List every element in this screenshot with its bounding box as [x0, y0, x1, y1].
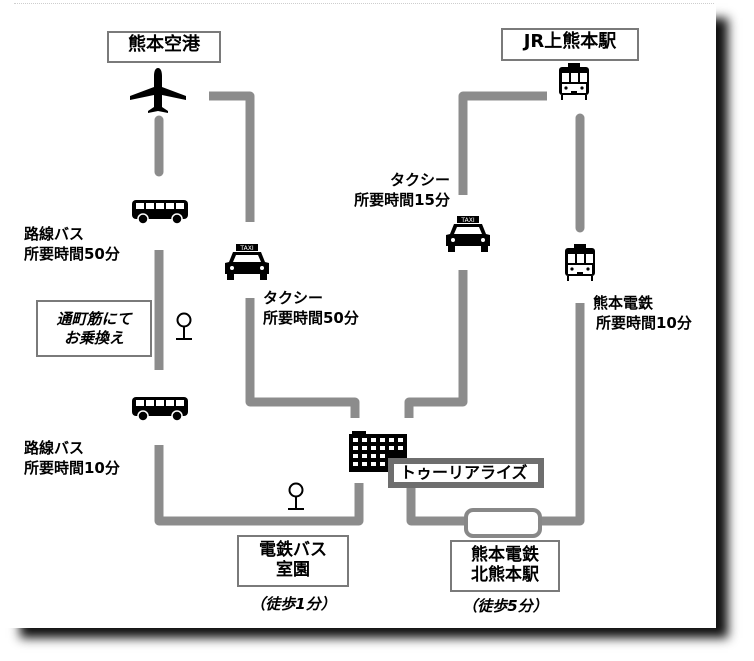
route-bus-lower [154, 445, 364, 526]
route-mode: 熊本電鉄 [593, 294, 654, 312]
route-duration: 所要時間10分 [596, 314, 692, 332]
airport-label: 熊本空港 [107, 31, 221, 63]
route-label-bus-lower: 路線バス 所要時間10分 [24, 438, 120, 478]
route-taxi-airport-lower [245, 298, 360, 418]
route-duration: 所要時間10分 [24, 459, 120, 477]
page-border-top [14, 3, 714, 5]
route-label-rail: 熊本電鉄 所要時間10分 [593, 293, 692, 333]
route-taxi-jr-upper [458, 91, 547, 195]
stop-box-kitakumamoto: 熊本電鉄 北熊本駅 [450, 540, 560, 592]
route-rail-lower [542, 303, 585, 526]
stop-name-line1: 電鉄バス [259, 540, 327, 560]
route-taxi-airport [209, 91, 255, 222]
jr-station-name: JR上熊本駅 [523, 31, 617, 52]
route-label-bus-airport: 路線バス 所要時間50分 [24, 224, 120, 264]
hotel-name-box: トゥーリアライズ [388, 458, 544, 488]
route-duration: 所要時間50分 [263, 309, 359, 327]
stop-name-line2: 室園 [276, 560, 310, 580]
walk-time-murozono: （徒歩1分） [250, 595, 336, 613]
transfer-note: 通町筋にて お乗換え [36, 300, 152, 357]
taxi-sign-text: TAXI [460, 217, 474, 224]
route-label-taxi-airport: タクシー 所要時間50分 [263, 288, 359, 328]
route-label-taxi-jr: タクシー 所要時間15分 [336, 170, 450, 210]
transfer-note-line1: 通町筋にて [56, 310, 132, 328]
stop-name-line1: 熊本電鉄 [471, 545, 539, 565]
walk-time-kitakumamoto: （徒歩5分） [462, 597, 548, 615]
taxi-sign-text: TAXI [239, 245, 253, 252]
route-duration: 所要時間15分 [354, 191, 450, 209]
route-duration: 所要時間50分 [24, 245, 120, 263]
route-mode: タクシー [389, 171, 450, 189]
route-mode: 路線バス [24, 439, 85, 457]
route-mode: 路線バス [24, 225, 85, 243]
stop-name-line2: 北熊本駅 [471, 565, 539, 585]
hotel-name: トゥーリアライズ [400, 463, 528, 482]
station-icon [464, 508, 542, 538]
route-taxi-jr-lower [404, 270, 468, 418]
route-walk-kitakumamoto [406, 488, 464, 526]
route-mode: タクシー [263, 289, 324, 307]
transfer-note-line2: お乗換え [63, 329, 124, 347]
jr-station-label: JR上熊本駅 [501, 28, 639, 61]
airport-name: 熊本空港 [128, 34, 200, 55]
stop-box-murozono: 電鉄バス 室園 [237, 535, 349, 587]
